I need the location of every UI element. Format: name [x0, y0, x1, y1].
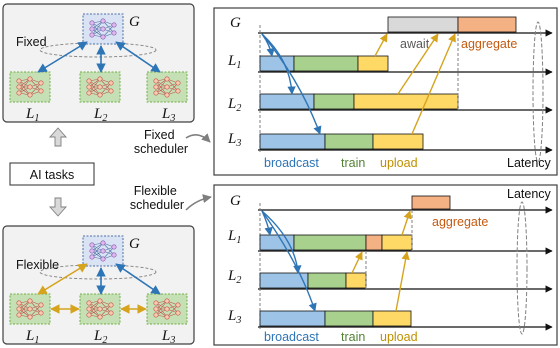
flex-bcast-arrow-2: [261, 210, 302, 274]
flex-legend-broadcast: broadcast: [264, 330, 319, 344]
flex-local-label-3: L3: [161, 328, 175, 346]
flex-row-label-l1: L1: [227, 228, 241, 246]
fixed-topology-panel: Fixed G L1 L2 L3: [2, 3, 195, 124]
flex-local-label-1: L1: [25, 328, 39, 346]
flex-aggregate-label: aggregate: [432, 215, 488, 229]
fixed-await-label: await: [400, 37, 430, 51]
flex-row-label-g: G: [230, 193, 241, 209]
flex-l1-train: [293, 234, 367, 251]
flex-upload-arrow-l3: [395, 251, 410, 312]
flex-l3-train: [324, 310, 374, 327]
flexible-scheduler-label: Flexible scheduler: [130, 184, 184, 212]
flex-global-node-label: G: [129, 236, 140, 252]
fixed-row-label-l2: L2: [227, 96, 241, 114]
ai-tasks-label: AI tasks: [30, 168, 74, 182]
down-arrow-icon: [48, 197, 68, 217]
fixed-upload-arrow-1: [374, 33, 388, 57]
fixed-latency-label: Latency: [507, 156, 552, 170]
fixed-await-bar: [387, 16, 459, 33]
flex-upload-arrow-l2: [351, 251, 363, 274]
flex-l2-train: [307, 272, 347, 289]
flex-local-label-2: L2: [93, 328, 107, 346]
fixed-local-label-2: L2: [93, 106, 107, 124]
fixed-legend-upload: upload: [380, 156, 418, 170]
fixed-timeline-panel: G L1 L2 L3 await aggregate: [213, 7, 558, 176]
fixed-panel-title: Fixed: [16, 35, 47, 49]
fixed-row-label-g: G: [230, 15, 241, 31]
flex-legend-train: train: [341, 330, 365, 344]
fixed-l2-upload: [353, 93, 459, 110]
fixed-legend-train: train: [341, 156, 365, 170]
flexible-timeline-panel: G L1 L2 L3 Latency aggregate: [213, 184, 558, 346]
fixed-l2-train: [313, 93, 355, 110]
flex-row-label-l3: L3: [227, 308, 241, 326]
flex-legend-upload: upload: [380, 330, 418, 344]
fixed-scheduler-label: Fixed scheduler: [134, 128, 188, 156]
fixed-link-1: [37, 41, 88, 73]
fixed-aggregate-bar: [457, 16, 517, 33]
flex-bcast-arrow-3: [261, 210, 317, 312]
fixed-upload-arrow-3: [411, 33, 456, 135]
fixed-row-label-l3: L3: [227, 131, 241, 149]
fixed-l3-upload: [372, 133, 424, 150]
flex-l1-upload: [381, 234, 413, 251]
flex-l3-broadcast: [259, 310, 326, 327]
fixed-local-label-1: L1: [25, 106, 39, 124]
fixed-l1-train: [293, 55, 359, 72]
flex-l1-aggregate: [365, 234, 383, 251]
flexible-panel-title: Flexible: [16, 258, 59, 272]
flex-link-g-3: [115, 263, 161, 295]
flex-upload-arrow-l1: [401, 210, 412, 236]
flex-latency-label: Latency: [507, 187, 552, 201]
fixed-aggregate-label: aggregate: [461, 37, 517, 51]
flex-aggregate-bar: [411, 195, 451, 210]
fixed-link-3: [115, 41, 161, 73]
flex-l2-upload: [345, 272, 367, 289]
fixed-legend-broadcast: broadcast: [264, 156, 319, 170]
flex-row-label-l2: L2: [227, 268, 241, 286]
fixed-row-label-l1: L1: [227, 53, 241, 71]
fixed-local-label-3: L3: [161, 106, 175, 124]
global-node-label: G: [129, 14, 140, 30]
ai-tasks-box: AI tasks: [9, 162, 95, 186]
fixed-l3-train: [324, 133, 374, 150]
up-arrow-icon: [48, 127, 68, 147]
flex-l3-upload: [372, 310, 412, 327]
flexible-topology-panel: Flexible G L1 L2 L3: [2, 225, 195, 346]
fixed-l1-broadcast: [259, 55, 295, 72]
fixed-scheduler-arrow: [185, 133, 211, 143]
fixed-l3-broadcast: [259, 133, 326, 150]
fixed-l1-upload: [357, 55, 389, 72]
flex-link-g-1: [37, 263, 88, 295]
fixed-upload-arrow-2: [397, 33, 439, 95]
flexible-scheduler-arrow: [185, 194, 212, 211]
fixed-bcast-arrow-3: [261, 33, 322, 135]
